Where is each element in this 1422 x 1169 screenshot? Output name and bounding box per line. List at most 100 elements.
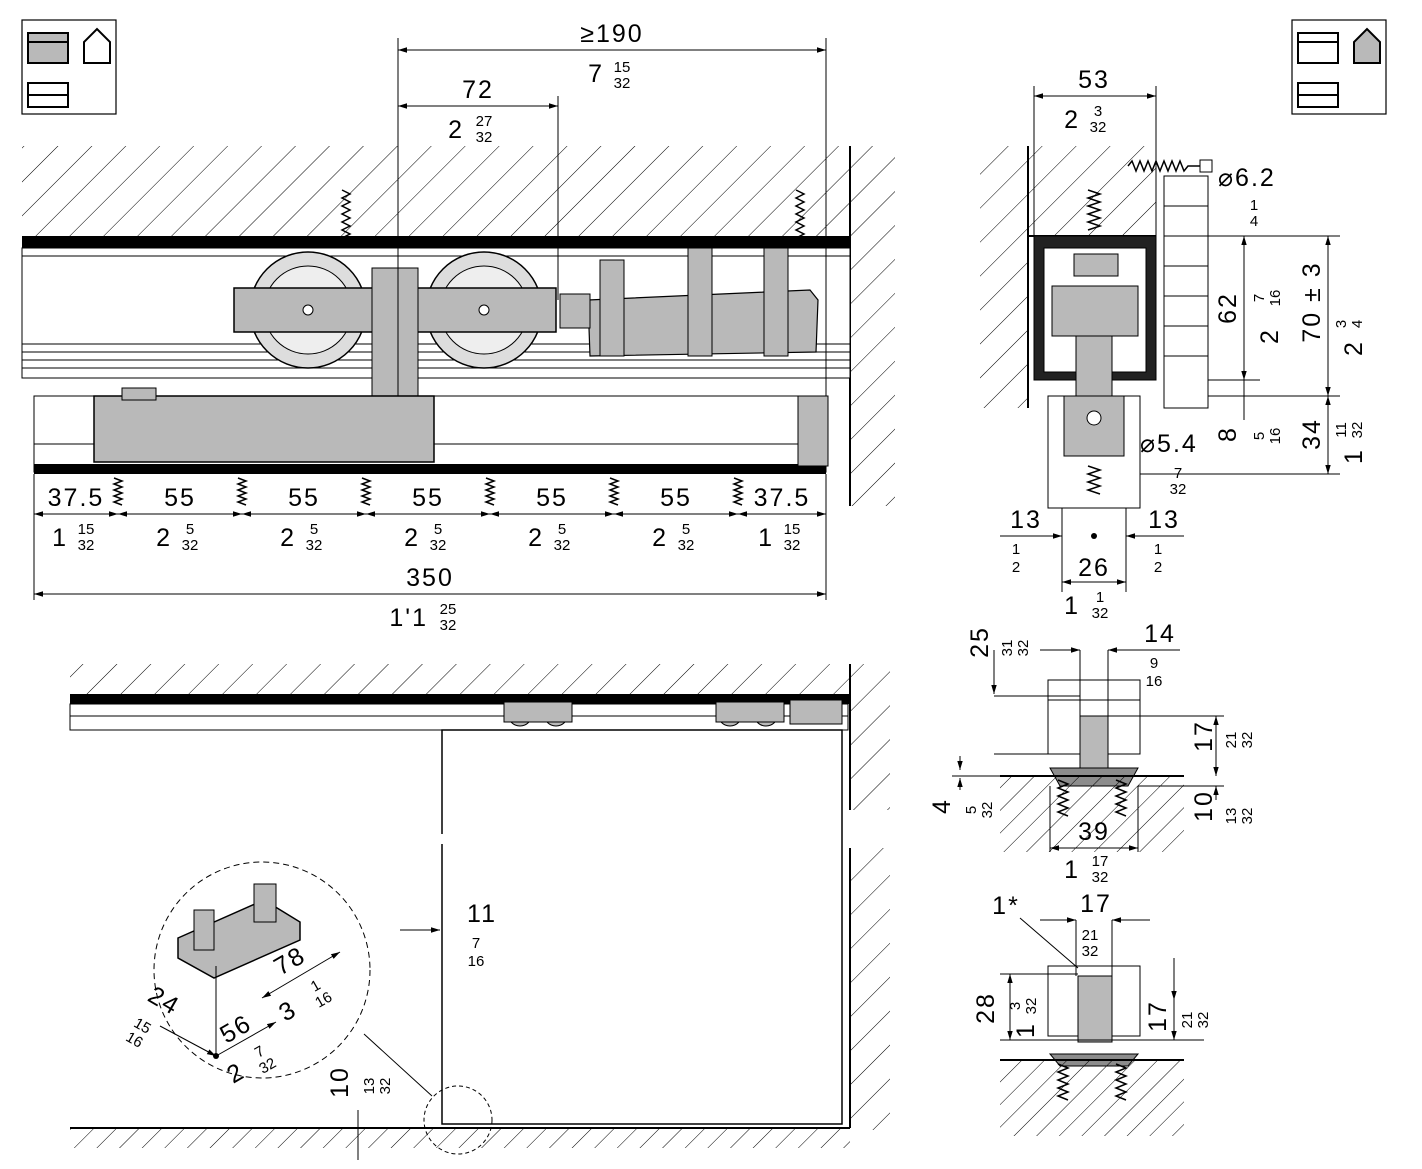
- dim-13-left-in-den: 2: [1012, 559, 1020, 576]
- dim-14: 14: [1144, 620, 1176, 648]
- spacing-dim-in-den-1: 32: [182, 537, 199, 554]
- spacing-dim-in-den-5: 32: [678, 537, 695, 554]
- dim-72-in-whole: 2: [448, 116, 464, 144]
- guide-view: [952, 647, 1224, 852]
- dim-24-in-den: 16: [123, 1029, 146, 1052]
- dim-13-right-in-num: 1: [1154, 541, 1162, 558]
- dim-28-in-num: 3: [1007, 1002, 1024, 1010]
- spacing-dim-in-whole-3: 2: [404, 524, 420, 552]
- spacing-dim-in-num-6: 15: [784, 521, 801, 538]
- spacing-dim-4: 55: [536, 484, 568, 512]
- spacing-dim-in-num-3: 5: [434, 521, 442, 538]
- dim-8-in-den: 16: [1267, 428, 1284, 445]
- dim-53-in-whole: 2: [1064, 106, 1080, 134]
- dim-72: 72: [462, 76, 494, 104]
- dim-17c-in-num: 21: [1179, 1012, 1196, 1029]
- dim-70-in-whole: 2: [1340, 340, 1368, 356]
- dim-78-in-den: 16: [312, 989, 335, 1012]
- dim-26-in-whole: 1: [1064, 592, 1080, 620]
- dim-11: 11: [467, 900, 497, 928]
- dim-11-in-den: 16: [468, 953, 485, 970]
- dim-62-in-den: 16: [1267, 290, 1284, 307]
- dim-10-front-in-num: 13: [361, 1078, 378, 1095]
- spacing-dim-in-den-6: 32: [784, 537, 801, 554]
- spacing-dim-3: 55: [412, 484, 444, 512]
- dim-25-in-den: 32: [1015, 640, 1032, 657]
- dim-17c-in-den: 32: [1195, 1012, 1212, 1029]
- dim-28-in-whole: 1: [1012, 1022, 1040, 1038]
- dim-4-in-den: 32: [979, 802, 996, 819]
- dim-10-front: 10: [326, 1066, 354, 1098]
- dim-72-in-num: 27: [476, 113, 493, 130]
- wall-mount-icon: [1291, 19, 1387, 115]
- dim-62-in-num: 7: [1251, 294, 1268, 302]
- dim-70-in-num: 3: [1333, 320, 1350, 328]
- ceiling-mount-icon: [21, 19, 117, 115]
- dim-28: 28: [972, 992, 1000, 1024]
- dim-39-in-den: 32: [1092, 869, 1109, 886]
- dim-39: 39: [1078, 818, 1110, 846]
- spacing-dim-2: 55: [288, 484, 320, 512]
- spacing-dim-in-whole-1: 2: [156, 524, 172, 552]
- spacing-dim-in-num-4: 5: [558, 521, 566, 538]
- dim-phi54: ⌀5.4: [1140, 430, 1198, 458]
- dim-8: 8: [1214, 426, 1242, 442]
- dim-53-in-num: 3: [1094, 103, 1102, 120]
- dim-14-in-num: 9: [1150, 655, 1158, 672]
- dim-17-in-den: 32: [1239, 732, 1256, 749]
- dim-10: 10: [1190, 790, 1218, 822]
- spacing-dim-in-den-4: 32: [554, 537, 571, 554]
- spacing-dim-in-den-0: 32: [78, 537, 95, 554]
- spacing-dim-1: 55: [164, 484, 196, 512]
- dim-phi54-in-den: 32: [1170, 481, 1187, 498]
- dim-39-in-num: 17: [1092, 853, 1109, 870]
- spacing-dim-in-whole-2: 2: [280, 524, 296, 552]
- dim-14-in-den: 16: [1146, 673, 1163, 690]
- guide-view-2: [1000, 917, 1204, 1136]
- dim-26-in-num: 1: [1096, 589, 1104, 606]
- spacing-dim-in-num-2: 5: [310, 521, 318, 538]
- dim-10-in-num: 13: [1223, 808, 1240, 825]
- side-view: [980, 86, 1340, 592]
- dim-17-in-num: 21: [1223, 732, 1240, 749]
- dim-70: 70 ± 3: [1298, 261, 1326, 342]
- dim-190-in-whole: 7: [588, 60, 604, 88]
- dim-39-in-whole: 1: [1064, 856, 1080, 884]
- dim-62-in-whole: 2: [1256, 328, 1284, 344]
- spacing-dim-in-num-1: 5: [186, 521, 194, 538]
- spacing-dim-in-num-5: 5: [682, 521, 690, 538]
- dim-190-in-den: 32: [614, 75, 631, 92]
- spacing-dim-in-den-3: 32: [430, 537, 447, 554]
- dim-26-in-den: 32: [1092, 605, 1109, 622]
- dim-24-in-num: 15: [131, 1015, 154, 1038]
- spacing-dim-6: 37.5: [754, 484, 811, 512]
- dim-34-in-whole: 1: [1340, 448, 1368, 464]
- dim-total-in-num: 25: [440, 601, 457, 618]
- dim-25-in-num: 31: [999, 640, 1016, 657]
- spacing-dim-0: 37.5: [48, 484, 105, 512]
- dim-34-in-den: 32: [1349, 422, 1366, 439]
- spacing-dim-5: 55: [660, 484, 692, 512]
- dim-17b-in-num: 21: [1082, 927, 1099, 944]
- spacing-dim-in-den-2: 32: [306, 537, 323, 554]
- dim-53: 53: [1078, 66, 1110, 94]
- dim-8-in-num: 5: [1251, 432, 1268, 440]
- dim-62: 62: [1214, 292, 1242, 324]
- spacing-dim-in-num-0: 15: [78, 521, 95, 538]
- dim-total-in-den: 32: [440, 617, 457, 634]
- dim-4: 4: [928, 798, 956, 814]
- front-view: [69, 664, 890, 1160]
- spacing-dim-in-whole-4: 2: [528, 524, 544, 552]
- dim-13-right: 13: [1148, 506, 1180, 534]
- dim-phi62: ⌀6.2: [1218, 164, 1276, 192]
- dim-34: 34: [1298, 418, 1326, 450]
- dim-56-in-den: 32: [256, 1055, 279, 1078]
- spacing-dim-in-whole-0: 1: [52, 524, 68, 552]
- spacing-dim-in-whole-6: 1: [758, 524, 774, 552]
- spacing-dim-in-whole-5: 2: [652, 524, 668, 552]
- dim-190-in-num: 15: [614, 59, 631, 76]
- dim-25: 25: [966, 626, 994, 658]
- dim-72-in-den: 32: [476, 129, 493, 146]
- dim-10-front-in-den: 32: [377, 1078, 394, 1095]
- dim-17b: 17: [1080, 890, 1112, 918]
